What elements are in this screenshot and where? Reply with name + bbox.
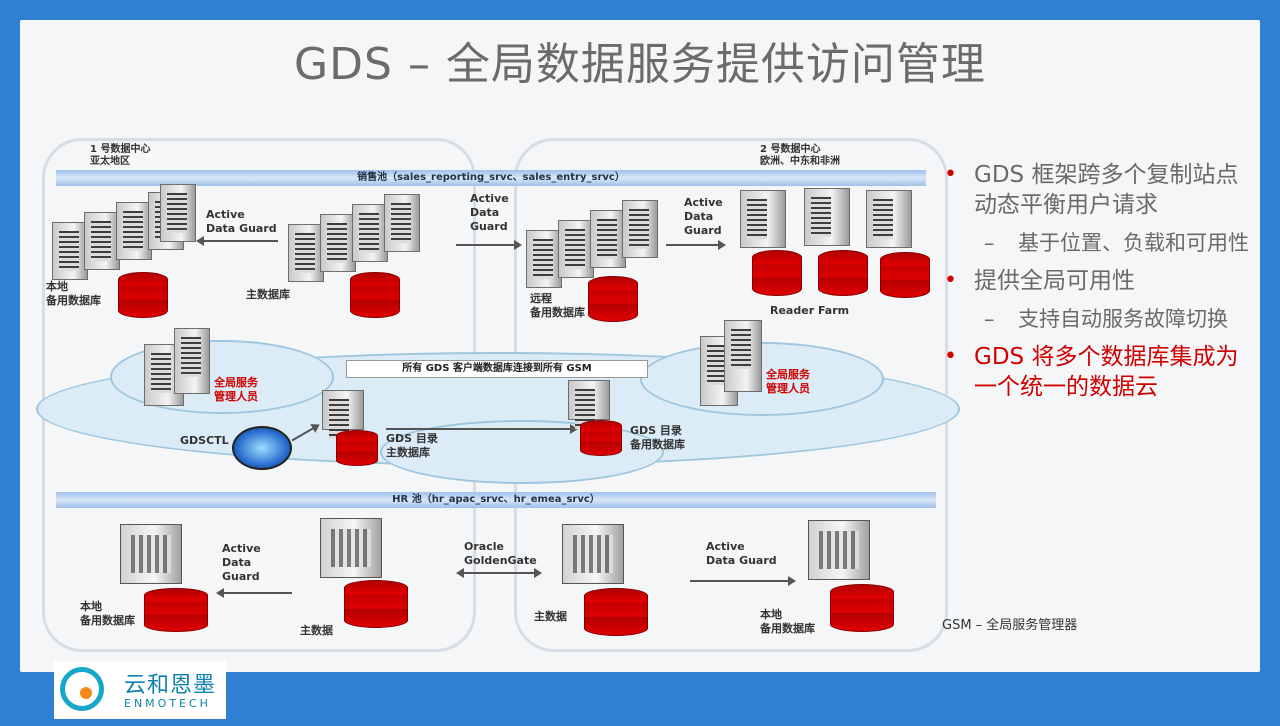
server-icon [590,210,626,268]
logo-dot-icon [80,687,92,699]
arrow-icon [386,424,578,434]
bullet-item: GDS 框架跨多个复制站点动态平衡用户请求 [944,160,1254,220]
active-data-guard-mid-label: Active Data Guard [470,192,509,233]
database-icon [580,420,622,456]
server-icon [322,390,364,439]
server-icon [84,212,120,270]
active-data-guard-label: Active Data Guard [206,208,277,235]
gdsctl-label: GDSCTL [180,434,229,447]
data-center-1-label: 1 号数据中心亚太地区 [90,144,151,167]
logo-text-cn: 云和恩墨 [124,673,217,698]
server-icon [866,190,912,248]
server-icon [320,214,356,272]
database-icon [830,584,894,632]
local-standby-label: 本地 备用数据库 [46,280,101,307]
database-icon [144,588,208,632]
server-icon [174,328,210,394]
arrow-icon [196,236,278,246]
gds-catalog-primary-label: GDS 目录 主数据库 [386,432,438,459]
database-icon [336,430,378,466]
gds-catalog-standby-label: GDS 目录 备用数据库 [630,424,685,451]
logo-circle-icon [60,667,104,711]
server-icon [740,190,786,248]
data-center-2-label: 2 号数据中心欧洲、中东和非洲 [760,144,840,167]
reader-farm-label: Reader Farm [770,304,850,317]
gds-cloud-puff [640,342,884,416]
server-icon [808,520,870,580]
active-data-guard-right-label: Active Data Guard [684,196,723,237]
database-icon [584,588,648,636]
arrow-icon [456,240,522,250]
server-icon [526,230,562,288]
database-icon [350,272,400,318]
database-icon [752,250,802,296]
company-logo: 云和恩墨 ENMOTECH [54,661,226,719]
hr-local-standby-left-label: 本地 备用数据库 [80,600,135,627]
server-icon [120,524,182,584]
hr-local-standby-right-label: 本地 备用数据库 [760,608,815,635]
database-icon [880,252,930,298]
server-icon [562,524,624,584]
server-icon [320,518,382,578]
server-icon [622,200,658,258]
hr-primary-right-label: 主数据 [534,610,567,623]
hr-active-data-guard-right-label: Active Data Guard [706,540,777,567]
server-icon [384,194,420,252]
arrow-icon [690,576,796,586]
oracle-goldengate-label: Oracle GoldenGate [464,540,537,567]
bullet-item: 提供全局可用性 [944,266,1254,296]
server-icon [352,204,388,262]
logo-text-en: ENMOTECH [124,697,211,710]
bullet-item-highlight: GDS 将多个数据库集成为一个统一的数据云 [944,342,1254,402]
remote-standby-label: 远程 备用数据库 [530,292,585,319]
arrow-icon [666,240,726,250]
page-title: GDS – 全局数据服务提供访问管理 [294,39,986,90]
database-icon [588,276,638,322]
gsm-admin-left-label: 全局服务 管理人员 [214,376,258,403]
arrow-icon [216,588,292,598]
server-icon [116,202,152,260]
server-icon [724,320,762,392]
hr-active-data-guard-left-label: Active Data Guard [222,542,261,583]
server-icon [288,224,324,282]
bullet-list: GDS 框架跨多个复制站点动态平衡用户请求 基于位置、负载和可用性 提供全局可用… [944,160,1254,410]
gsm-connection-banner: 所有 GDS 客户端数据库连接到所有 GSM [346,360,648,378]
primary-db-label: 主数据库 [246,288,290,301]
database-icon [818,250,868,296]
gsm-admin-right-label: 全局服务 管理人员 [766,368,810,395]
bullet-subitem: 支持自动服务故障切换 [944,304,1254,334]
hr-pool-bar: HR 池（hr_apac_srvc、hr_emea_srvc） [56,492,936,508]
gsm-footnote: GSM – 全局服务管理器 [942,618,1078,633]
server-icon [558,220,594,278]
sales-pool-bar: 销售池（sales_reporting_srvc、sales_entry_srv… [56,170,926,186]
server-icon [804,188,850,246]
server-icon [52,222,88,280]
gdsctl-icon [232,426,292,470]
bullet-subitem: 基于位置、负载和可用性 [944,228,1254,258]
hr-primary-left-label: 主数据 [300,624,333,637]
database-icon [344,580,408,628]
arrow-icon [456,568,542,578]
database-icon [118,272,168,318]
server-icon [160,184,196,242]
server-icon [568,380,610,429]
